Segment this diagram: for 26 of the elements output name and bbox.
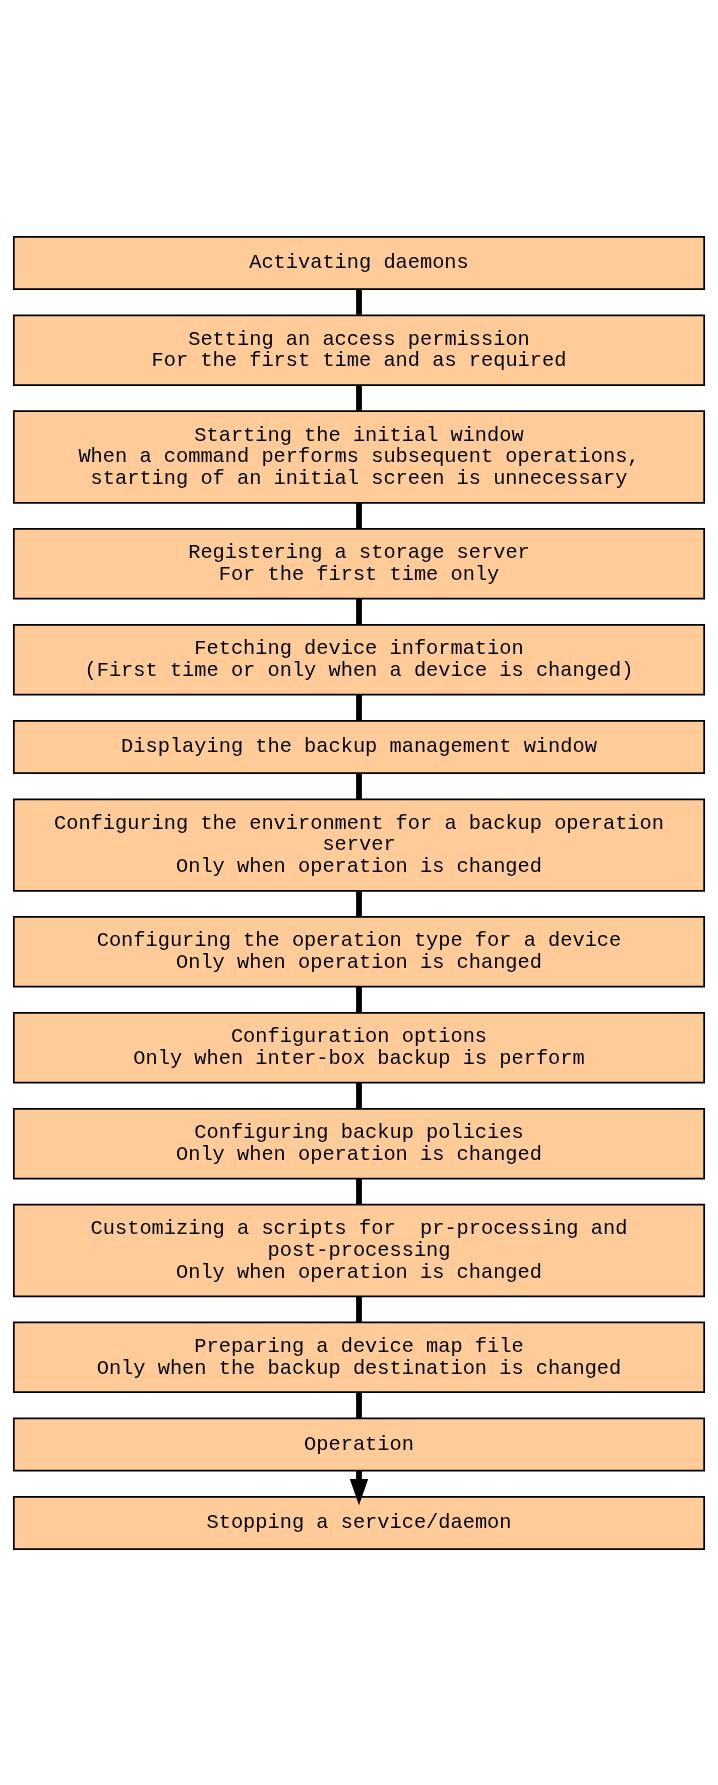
node-box: Operation — [12, 1417, 706, 1472]
node-box: Setting an access permission For the first time and as required — [12, 313, 706, 386]
node-box: Configuring the environment for a backup operation server Only when operation is changed — [12, 797, 706, 892]
node-box: Customizing a scripts for pr-processing and post-processing Only when operation is changed — [12, 1203, 706, 1297]
connector — [356, 694, 362, 721]
node-box: Configuring backup policies Only when operation is changed — [12, 1107, 706, 1179]
connector — [356, 1178, 362, 1205]
connector — [356, 384, 362, 411]
connector — [356, 1392, 362, 1418]
node-box: Fetching device information (First time or only when a device is changed) — [12, 623, 706, 695]
node-box: Displaying the backup management window — [12, 719, 706, 774]
node-box: Preparing a device map file Only when the backup destination is changed — [12, 1321, 706, 1393]
node-box: Stopping a service/daemon — [12, 1495, 706, 1550]
node-box: Activating daemons — [12, 235, 706, 290]
node-box: Configuring the operation type for a device Only when operation is changed — [12, 915, 706, 988]
connector — [356, 772, 362, 799]
node-box: Starting the initial window When a command performs subsequent operations, starting of an initial screen is unnecessary — [12, 409, 706, 504]
connector — [356, 890, 362, 917]
connector — [356, 986, 362, 1012]
connector — [356, 598, 362, 624]
node-box: Registering a storage server For the first time only — [12, 527, 706, 600]
node-box: Configuration options Only when inter-box backup is perform — [12, 1011, 706, 1084]
connector — [356, 502, 362, 529]
connector — [356, 1296, 362, 1322]
connector — [356, 1082, 362, 1108]
connector — [356, 288, 362, 315]
